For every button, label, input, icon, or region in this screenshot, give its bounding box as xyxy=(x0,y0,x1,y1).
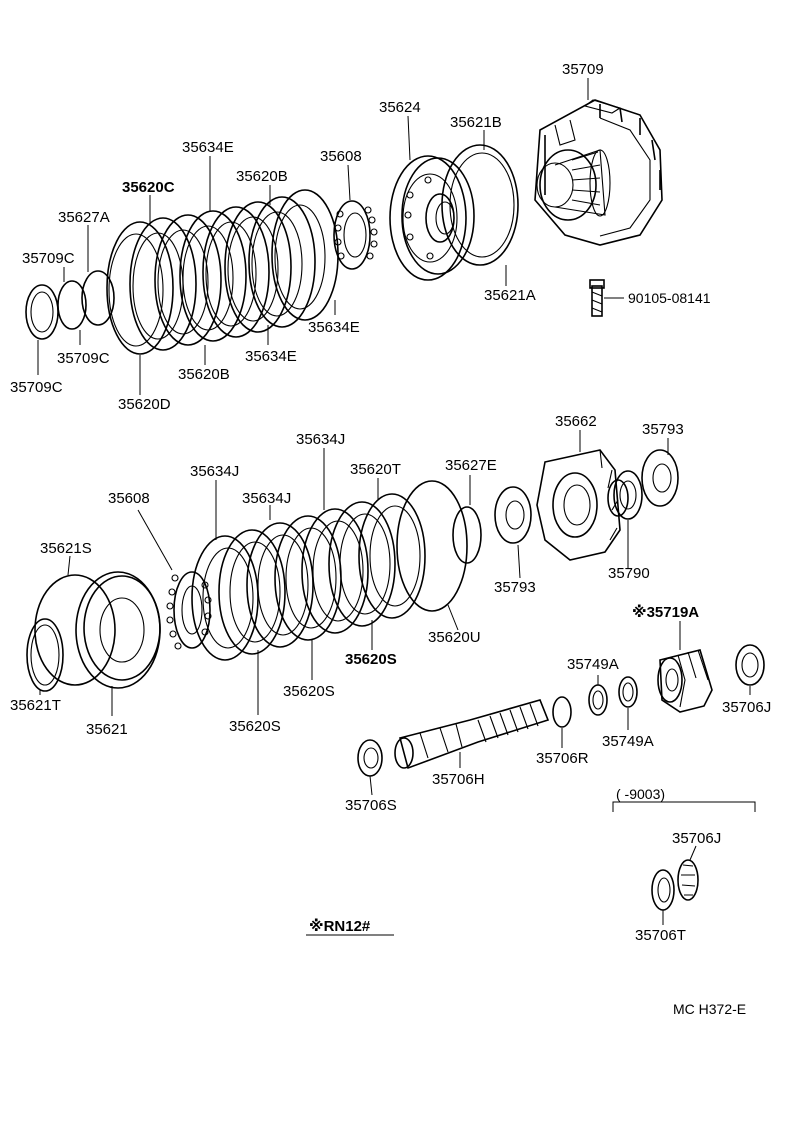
label-35790: 35790 xyxy=(608,565,650,582)
label-35620D: 35620D xyxy=(118,396,171,413)
washer-35793-a xyxy=(494,486,532,544)
gear-35719A xyxy=(657,649,713,713)
label-35706S: 35706S xyxy=(345,797,397,814)
drawing-code: MC H372-E xyxy=(673,1001,746,1017)
label-35624: 35624 xyxy=(379,99,421,116)
label-35706J-b: 35706J xyxy=(672,830,721,847)
label-35621S: 35621S xyxy=(40,540,92,557)
shaft-35706H xyxy=(394,699,550,770)
bolt-90105-08141 xyxy=(589,279,605,317)
hub-35662 xyxy=(536,449,621,561)
label-35662: 35662 xyxy=(555,413,597,430)
washer-35749A-b xyxy=(618,676,638,708)
spring-35608-lower xyxy=(166,571,212,650)
leader-lines xyxy=(37,78,751,925)
label-35749A-a: 35749A xyxy=(567,656,619,673)
snap-rings-35709C xyxy=(25,270,115,340)
spring-35608-top xyxy=(333,200,378,270)
label-35793-a: 35793 xyxy=(642,421,684,438)
label-35706R: 35706R xyxy=(536,750,589,767)
washer-35706J-b xyxy=(677,859,699,901)
label-35706H: 35706H xyxy=(432,771,485,788)
label-35793-b: 35793 xyxy=(494,579,536,596)
label-35709C-a: 35709C xyxy=(22,250,75,267)
label-35634J-a: 35634J xyxy=(296,431,345,448)
washer-35706T xyxy=(651,869,675,911)
piston-35621 xyxy=(26,571,161,692)
label-35706T: 35706T xyxy=(635,927,686,944)
piston-35624 xyxy=(389,155,475,281)
washer-35793-b xyxy=(641,449,679,507)
snap-ring-35627E xyxy=(452,506,482,564)
label-35709C-b: 35709C xyxy=(57,350,110,367)
label-35634E-c: 35634E xyxy=(245,348,297,365)
label-35620B-a: 35620B xyxy=(236,168,288,185)
bearing-35790 xyxy=(607,470,643,520)
label-35634E-a: 35634E xyxy=(182,139,234,156)
label-35709C-c: 35709C xyxy=(10,379,63,396)
part-labels: 35709 35624 35621B 35634E 35608 35620B 3… xyxy=(10,61,771,1017)
label-35621T: 35621T xyxy=(10,697,61,714)
label-35620U: 35620U xyxy=(428,629,481,646)
seal-35621B xyxy=(441,144,519,266)
label-35620S-b: 35620S xyxy=(283,683,335,700)
label-35620C: 35620C xyxy=(122,179,175,196)
washer-35749A-a xyxy=(588,684,608,716)
label-35621: 35621 xyxy=(86,721,128,738)
label-35634J-c: 35634J xyxy=(242,490,291,507)
label-9003: ( -9003) xyxy=(616,786,665,802)
label-35719A: ※35719A xyxy=(632,603,699,621)
label-35706J-a: 35706J xyxy=(722,699,771,716)
label-35634J-b: 35634J xyxy=(190,463,239,480)
clutch-pack-lower xyxy=(191,480,468,661)
label-35620T: 35620T xyxy=(350,461,401,478)
label-35749A-b: 35749A xyxy=(602,733,654,750)
clutch-pack-upper xyxy=(106,189,339,355)
label-90105-08141: 90105-08141 xyxy=(628,290,711,306)
label-35621A: 35621A xyxy=(484,287,536,304)
inset-bracket xyxy=(612,801,756,812)
label-35627E: 35627E xyxy=(445,457,497,474)
label-35627A: 35627A xyxy=(58,209,110,226)
label-RN12: ※RN12# xyxy=(309,917,371,935)
label-35620S-c: 35620S xyxy=(229,718,281,735)
drum-35709 xyxy=(534,99,663,246)
label-35608-a: 35608 xyxy=(320,148,362,165)
label-35634E-b: 35634E xyxy=(308,319,360,336)
washer-35706J-a xyxy=(735,644,765,686)
label-35620S-a: 35620S xyxy=(345,651,397,668)
label-35620B-b: 35620B xyxy=(178,366,230,383)
label-35621B: 35621B xyxy=(450,114,502,131)
snap-ring-35706R xyxy=(552,696,572,728)
label-35709: 35709 xyxy=(562,61,604,78)
washer-35706S xyxy=(357,739,383,777)
label-35608-b: 35608 xyxy=(108,490,150,507)
